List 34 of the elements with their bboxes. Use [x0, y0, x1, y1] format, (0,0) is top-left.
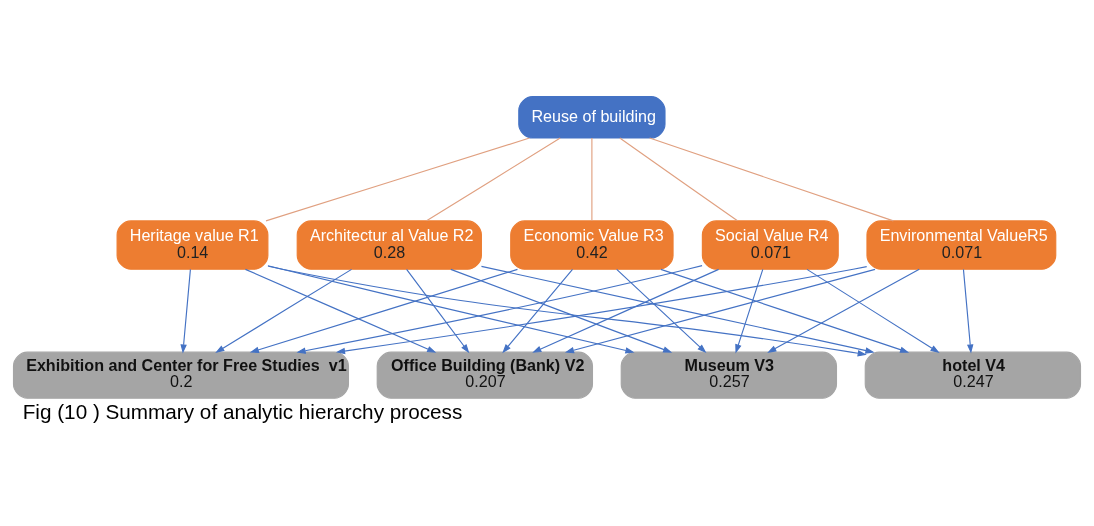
arrow — [215, 268, 353, 353]
node-box: Exhibition and Center for Free Studies v1 0.2 — [12, 351, 350, 399]
connector — [649, 137, 894, 221]
arrow — [532, 268, 720, 353]
node-box: Museum V3 0.257 — [620, 351, 838, 399]
arrow — [616, 268, 707, 353]
node-box: Environmental ValueR5 0.071 — [866, 219, 1057, 270]
connector — [426, 137, 561, 221]
node-box: hotel V4 0.247 — [864, 351, 1082, 399]
caption: Fig (10 ) Summary of analytic hierarchy process — [22, 399, 463, 423]
arrow — [406, 268, 470, 353]
arrow — [267, 264, 635, 354]
arrow — [249, 268, 519, 353]
node-box: Architectur al Value R2 0.28 — [296, 219, 482, 270]
connector — [265, 137, 531, 221]
arrow — [767, 268, 920, 353]
arrow — [180, 268, 191, 354]
arrow — [660, 268, 910, 353]
node-box: Office Building (Bank) V2 0.207 — [376, 351, 594, 399]
arrow — [450, 268, 673, 353]
arrow — [244, 268, 437, 353]
arrow — [564, 268, 876, 353]
arrow — [962, 268, 974, 354]
node-box: Social Value R4 0.071 — [701, 219, 839, 270]
arrow — [296, 264, 703, 354]
arrow — [735, 268, 764, 354]
connector — [619, 137, 739, 221]
connector — [591, 137, 593, 221]
arrow — [806, 268, 940, 353]
arrow — [480, 265, 875, 354]
node-box: Economic Value R3 0.42 — [510, 219, 674, 270]
arrow — [502, 268, 574, 353]
node-box: Heritage value R1 0.14 — [116, 219, 269, 270]
node-box: Reuse of building — [518, 95, 666, 139]
